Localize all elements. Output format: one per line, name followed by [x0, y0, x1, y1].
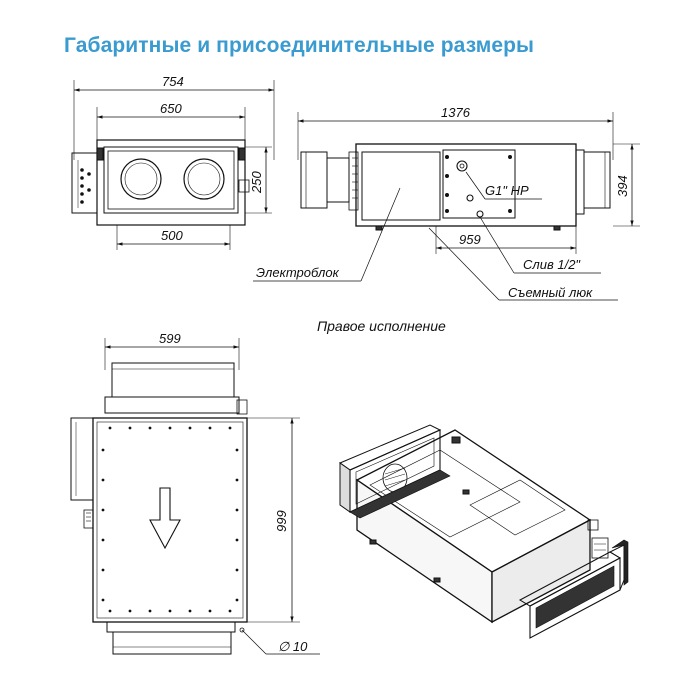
- electric-block-label: Электроблок: [256, 265, 340, 280]
- removable-hatch-label: Съемный люк: [508, 285, 593, 300]
- dim-754-label: 754: [162, 74, 184, 89]
- dim-diameter-label: ∅ 10: [278, 639, 308, 654]
- page-title: Габаритные и присоединительные размеры: [64, 34, 535, 57]
- dim-500-label: 500: [161, 228, 183, 243]
- iso-side-face: [491, 518, 591, 624]
- drain-connection: [476, 210, 484, 218]
- dim-599-label: 599: [159, 331, 181, 346]
- removable-hatch-panel: [442, 149, 516, 219]
- front-body: [96, 139, 246, 226]
- dim-394-label: 394: [615, 175, 630, 197]
- airflow-arrow-icon: [149, 487, 181, 550]
- side-view: [253, 112, 640, 301]
- side-duct-right: [583, 151, 611, 209]
- connection-g1-upper: [456, 160, 468, 172]
- connection-label: G1" HP: [485, 183, 529, 198]
- electric-block-panel: [361, 151, 441, 221]
- dim-650-label: 650: [160, 101, 182, 116]
- dim-1376-label: 1376: [441, 105, 471, 120]
- top-duct-lower: [112, 631, 232, 655]
- dim-250-label: 250: [249, 171, 264, 194]
- variant-caption: Правое исполнение: [317, 318, 446, 334]
- front-electric-box: [71, 152, 98, 214]
- side-duct-left: [300, 151, 328, 209]
- top-electric-box: [70, 417, 94, 501]
- top-view: [70, 338, 320, 655]
- top-duct-upper: [111, 362, 235, 398]
- isometric-view: [338, 424, 629, 639]
- dim-999-label: 999: [274, 510, 289, 532]
- duct-opening-right: [183, 158, 225, 200]
- drain-label: Слив 1/2": [523, 257, 581, 272]
- front-view: [71, 80, 275, 250]
- connection-g1-lower: [466, 194, 474, 202]
- dim-959-label: 959: [459, 232, 481, 247]
- duct-opening-left: [120, 158, 162, 200]
